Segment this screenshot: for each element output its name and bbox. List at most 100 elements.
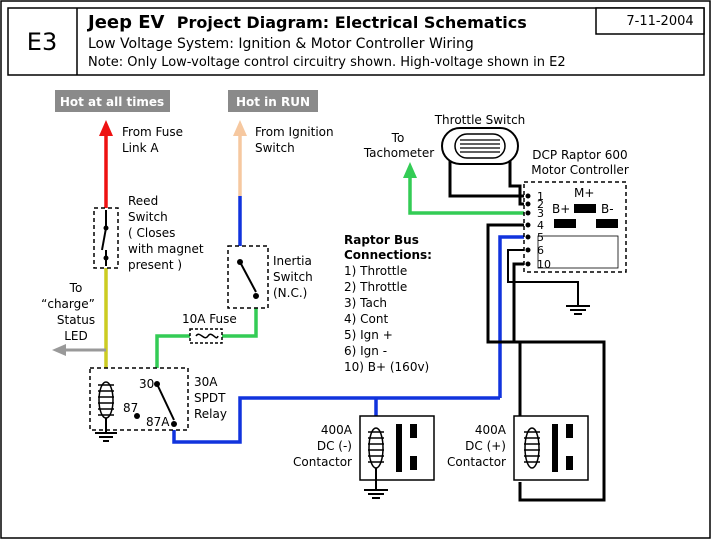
wire-green-fuse <box>155 334 190 368</box>
contactor-positive-box <box>513 415 589 481</box>
wire-cont <box>486 223 528 416</box>
ground-relay-icon <box>95 432 117 442</box>
throttle-coil-icon <box>460 139 500 153</box>
label-mplus: M+ <box>574 186 594 200</box>
label-reed-2: Switch <box>128 210 168 224</box>
motor-controller <box>523 181 627 273</box>
wire-blue-bus <box>172 396 500 444</box>
controller-pin-labels: 1 2 3 4 5 6 10 <box>537 190 551 271</box>
label-pin-87: 87 <box>123 401 138 415</box>
title-rest: Project Diagram: Electrical Schematics <box>177 13 527 32</box>
badge-hot-run: Hot in RUN <box>228 90 318 112</box>
bus-title-1: Raptor Bus <box>344 233 419 247</box>
label-cont-pos-2: DC (+) <box>465 439 506 453</box>
label-relay-3: Relay <box>194 407 227 421</box>
wire-throttle-2 <box>508 150 528 206</box>
throttle-switch-body <box>441 127 519 165</box>
label-tach-2: Tachometer <box>363 146 434 160</box>
label-reed-3: ( Closes <box>128 226 175 240</box>
label-from-ign-2: Switch <box>255 141 295 155</box>
label-inertia-2: Switch <box>273 270 313 284</box>
label-from-fuse-2: Link A <box>122 141 159 155</box>
pin-label: 6 <box>537 244 544 257</box>
label-reed-1: Reed <box>128 194 158 208</box>
wire-green-inertia <box>222 308 258 338</box>
wire-ign-minus <box>507 249 579 306</box>
label-from-fuse-1: From Fuse <box>122 125 183 139</box>
label-relay-2: SPDT <box>194 391 226 405</box>
fuse-10a <box>189 328 223 344</box>
contactor-negative <box>359 415 435 490</box>
label-led-2: “charge” <box>41 297 95 311</box>
header-box <box>7 7 705 76</box>
sheet-code: E3 <box>27 28 57 56</box>
label-cont-neg-1: 400A <box>321 423 353 437</box>
relay-coil-icon <box>98 384 114 416</box>
header-date: 7-11-2004 <box>626 14 693 29</box>
relay-30a <box>89 367 189 432</box>
bus-item: 6) Ign - <box>344 344 387 358</box>
pin-label: 10 <box>537 258 551 271</box>
label-ctrl-2: Motor Controller <box>531 163 629 177</box>
label-tach-1: To <box>391 131 405 145</box>
arrow-green-icon <box>403 162 417 178</box>
label-cont-pos-3: Contactor <box>447 455 506 469</box>
controller-plug <box>537 235 619 269</box>
fuse-icon <box>195 333 219 339</box>
badge-hot-always-text: Hot at all times <box>60 95 164 109</box>
label-throttle: Throttle Switch <box>434 113 526 127</box>
subtitle: Low Voltage System: Ignition & Motor Con… <box>88 36 474 52</box>
label-inertia-3: (N.C.) <box>273 286 307 300</box>
terminal-mplus <box>574 204 596 213</box>
bus-item: 10) B+ (160v) <box>344 360 429 374</box>
wire-green-tach <box>408 174 528 215</box>
label-ctrl-1: DCP Raptor 600 <box>532 148 627 162</box>
wire-bplus <box>512 262 606 502</box>
arrow-gray-icon <box>52 344 66 356</box>
label-inertia-1: Inertia <box>273 254 312 268</box>
pin-label: 1 <box>537 190 544 203</box>
label-led-3: Status <box>57 313 95 327</box>
label-led-1: To <box>69 281 83 295</box>
title-bold: Jeep EV <box>86 12 165 33</box>
bus-item: 1) Throttle <box>344 264 407 278</box>
bus-list: 1) Throttle 2) Throttle 3) Tach 4) Cont … <box>344 264 429 374</box>
label-from-ign-1: From Ignition <box>255 125 334 139</box>
bus-item: 3) Tach <box>344 296 387 310</box>
badge-hot-always-bg <box>55 90 170 112</box>
header-note: Note: Only Low-voltage control circuitry… <box>88 55 566 70</box>
pin-label: 3 <box>537 207 544 220</box>
label-pin-87a: 87A <box>146 415 170 429</box>
reed-switch <box>93 207 119 269</box>
fuse-box <box>189 328 223 344</box>
ground-controller-icon <box>566 305 590 315</box>
badge-hot-run-bg <box>228 90 318 112</box>
badge-hot-run-text: Hot in RUN <box>236 95 310 109</box>
contactor-neg-coil-icon <box>368 431 384 463</box>
label-bplus: B+ <box>552 202 570 216</box>
wire-blue-ign-plus <box>498 235 528 398</box>
bus-title-2: Connections: <box>344 248 432 262</box>
ground-contactor-icon <box>364 489 388 499</box>
label-pin-30: 30 <box>139 377 154 391</box>
label-cont-pos-1: 400A <box>475 423 507 437</box>
date-box <box>595 7 705 35</box>
label-cont-neg-2: DC (-) <box>317 439 352 453</box>
header: E3 Jeep EV Project Diagram: Electrical S… <box>7 7 705 76</box>
label-bminus: B- <box>601 202 614 216</box>
pin-label: 4 <box>537 219 544 232</box>
terminal-bplus <box>554 219 576 228</box>
contactor-positive <box>513 415 589 481</box>
wire-throttle-1 <box>448 150 528 198</box>
arrow-red-icon <box>99 120 113 136</box>
contactor-pos-coil-icon <box>524 431 540 463</box>
label-led-4: LED <box>64 329 88 343</box>
page-title: Jeep EV Project Diagram: Electrical Sche… <box>86 12 527 33</box>
label-relay-1: 30A <box>194 375 218 389</box>
label-fuse: 10A Fuse <box>182 312 237 326</box>
bus-item: 2) Throttle <box>344 280 407 294</box>
badge-hot-always: Hot at all times <box>55 90 170 112</box>
pin-label: 5 <box>537 231 544 244</box>
terminal-bminus <box>596 219 618 228</box>
